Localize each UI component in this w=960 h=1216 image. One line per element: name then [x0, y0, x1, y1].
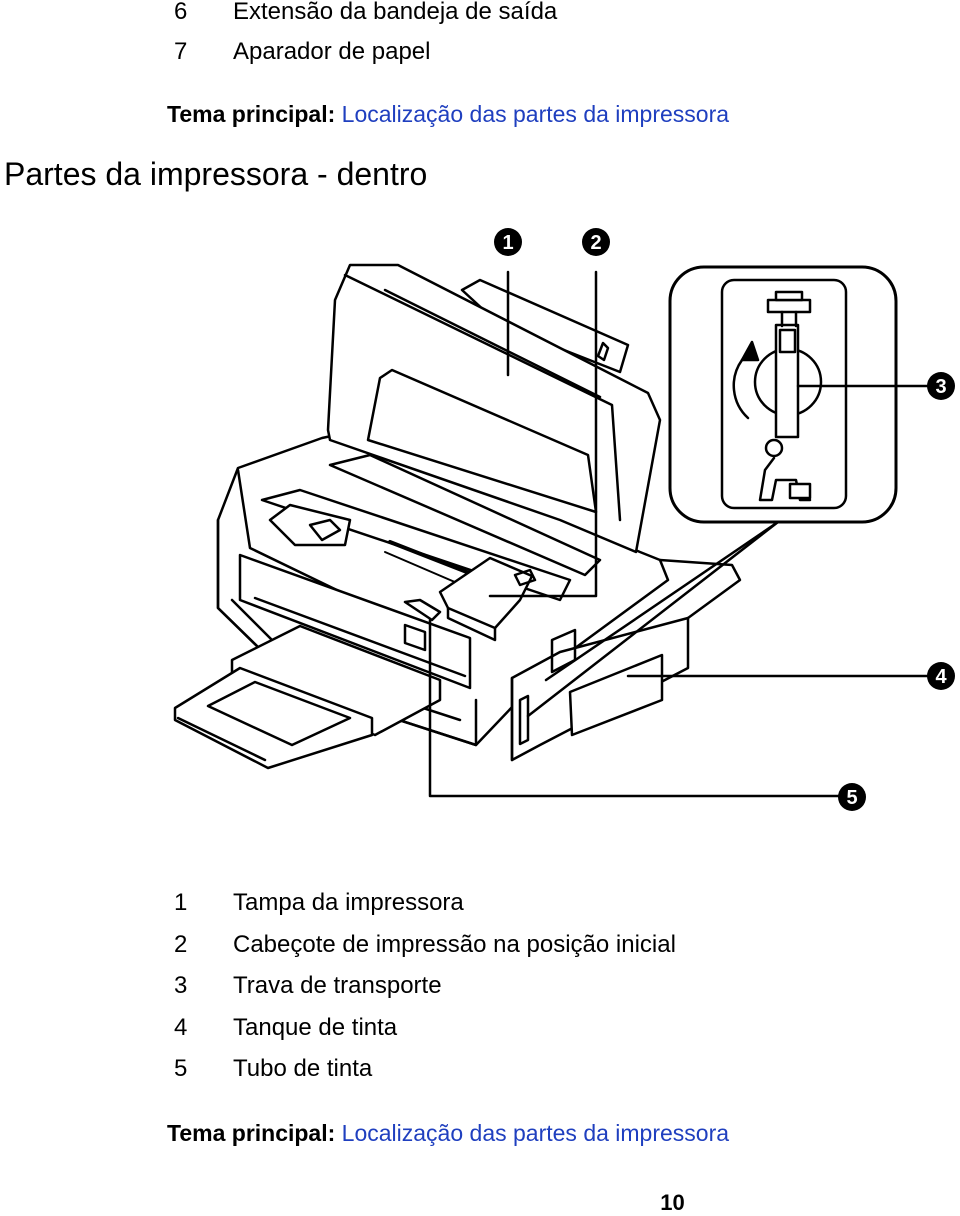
list-item-number: 6 [174, 0, 188, 25]
callout-2: 2 [582, 228, 610, 256]
list-item-text: Tampa da impressora [233, 889, 464, 916]
list-item-number: 7 [174, 38, 188, 65]
svg-text:2: 2 [590, 232, 601, 254]
parent-topic: Tema principal: Localização das partes d… [167, 1118, 729, 1148]
callout-layer: 1 2 3 4 5 [494, 228, 955, 811]
parent-topic-label: Tema principal: [167, 1120, 336, 1146]
list-item-text: Cabeçote de impressão na posição inicial [233, 931, 676, 958]
list-item-text: Aparador de papel [233, 38, 431, 65]
list-item-text: Tanque de tinta [233, 1014, 398, 1041]
parent-topic: Tema principal: Localização das partes d… [167, 99, 729, 129]
section-heading: Partes da impressora - dentro [4, 156, 428, 192]
page-number: 10 [660, 1190, 685, 1215]
list-item-number: 1 [174, 889, 188, 916]
list-item-text: Extensão da bandeja de saída [233, 0, 558, 25]
parent-topic-link[interactable]: Localização das partes da impressora [341, 1120, 730, 1146]
svg-text:3: 3 [935, 376, 946, 398]
callout-5: 5 [838, 783, 866, 811]
list-item-text: Tubo de tinta [233, 1055, 373, 1082]
parent-topic-link[interactable]: Localização das partes da impressora [341, 101, 730, 127]
printer-interior-illustration: 1 2 3 4 5 [0, 215, 960, 825]
callout-3: 3 [927, 372, 955, 400]
list-item-text: Trava de transporte [233, 972, 442, 999]
printer-drawing [173, 263, 930, 798]
svg-text:5: 5 [846, 787, 857, 809]
list-item-number: 2 [174, 931, 188, 958]
list-item-number: 4 [174, 1014, 188, 1041]
callout-1: 1 [494, 228, 522, 256]
list-item-number: 5 [174, 1055, 188, 1082]
list-item-number: 3 [174, 972, 188, 999]
svg-text:1: 1 [502, 232, 513, 254]
callout-4: 4 [927, 662, 955, 690]
svg-text:4: 4 [935, 666, 947, 688]
parent-topic-label: Tema principal: [167, 101, 336, 127]
